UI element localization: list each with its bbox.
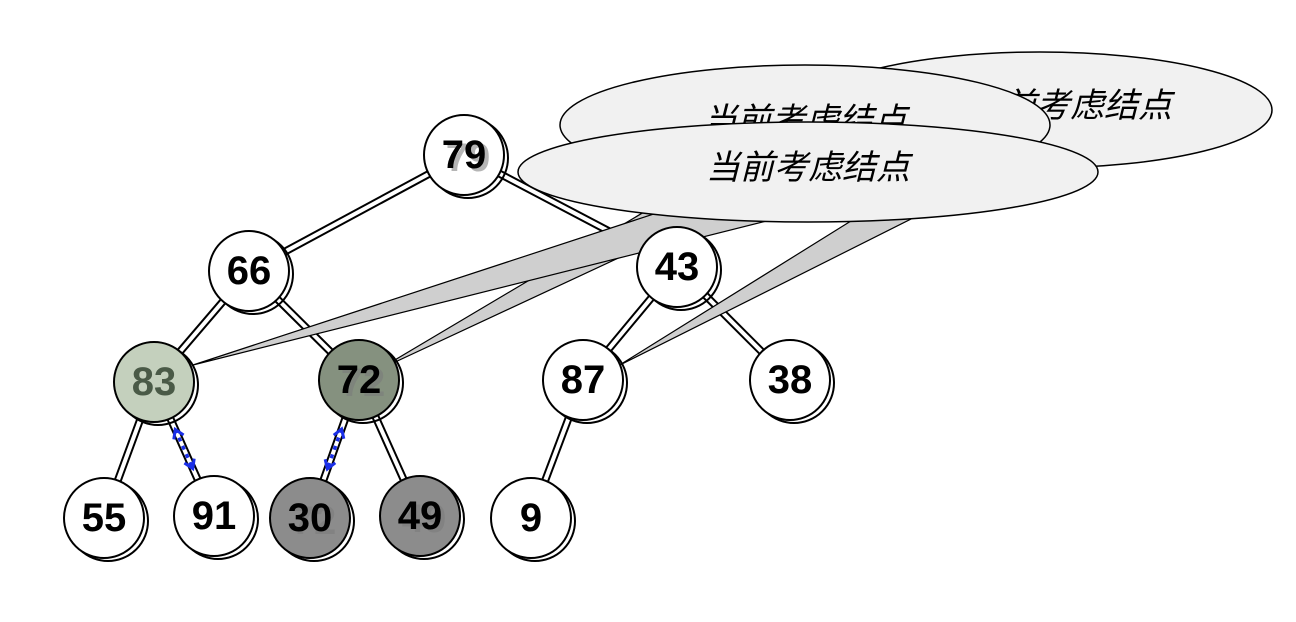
arrow-head [332,426,346,440]
node-ghost-label: 49 [402,497,447,541]
node-38: 38 [749,339,835,424]
node-66: 66 [208,230,294,315]
swap-72-30 [323,426,346,472]
swap-arrows [172,426,346,472]
node-circle [379,475,461,557]
node-label: 49 [398,494,443,538]
node-label: 9 [520,496,542,540]
callout-front: 当前考虑结点 [517,121,1099,223]
node-circle [749,339,831,421]
node-83: 83 [113,341,199,426]
node-circle [318,339,400,421]
node-43: 43 [636,226,722,311]
node-55: 55 [63,477,149,562]
node-circle [423,114,505,196]
swap-arrow-line [325,428,344,470]
node-91: 91 [173,475,259,560]
node-ghost-label: 72 [341,361,386,405]
node-label: 30 [288,496,333,540]
node-circle [173,475,255,557]
node-circle [636,226,718,308]
swap-arrow-line [173,428,195,470]
node-87: 87 [542,339,628,424]
node-label: 91 [192,494,237,538]
arrow-head [172,426,185,440]
node-label: 43 [655,245,700,289]
node-circle [490,477,572,559]
node-ghost-label: 72 [292,499,337,543]
node-circle [113,341,195,423]
node-label: 38 [768,358,813,402]
node-circle [542,339,624,421]
callout-ellipse [517,121,1099,223]
node-9: 9 [490,477,576,562]
arrow-head [183,458,196,472]
swap-83-91 [172,426,196,472]
node-label: 87 [561,358,606,402]
node-circle [208,230,290,312]
node-label: 72 [337,358,382,402]
node-label: 79 [442,133,487,177]
node-label: 55 [82,496,127,540]
node-circle [63,477,145,559]
node-ghost-label: 79 [446,136,491,180]
node-circle [269,477,351,559]
callout-label: 当前考虑结点 [706,148,914,188]
node-label: 83 [132,360,177,404]
arrow-head [323,458,337,472]
node-label: 66 [227,249,272,293]
